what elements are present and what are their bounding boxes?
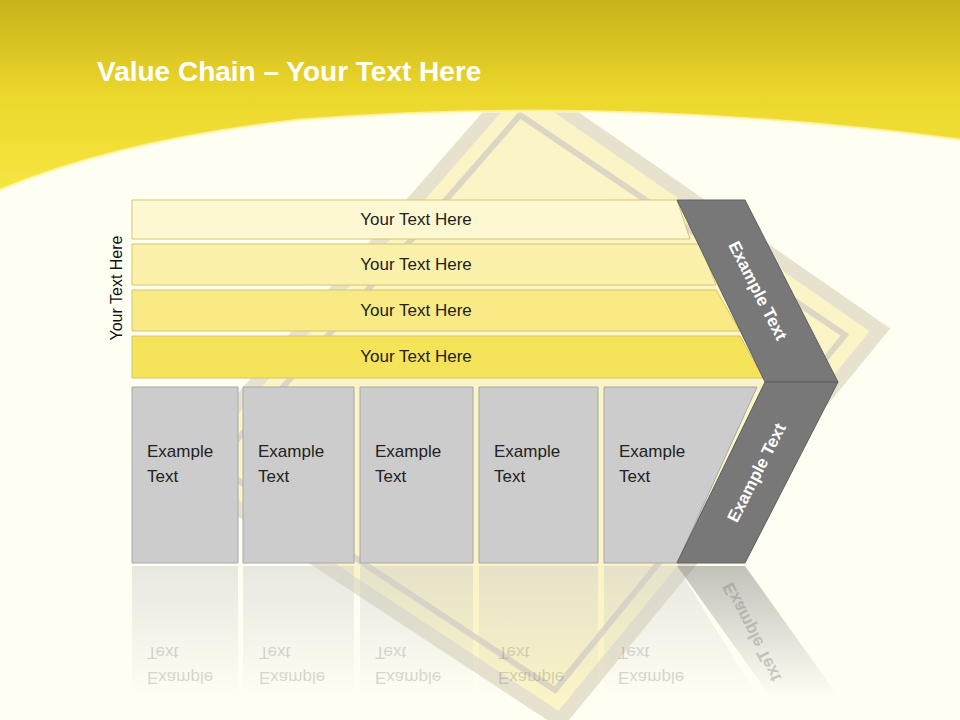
primary-activity-box: Example Text (132, 387, 238, 563)
node-text: Example Text (619, 439, 699, 489)
node-text: Your Text Here (360, 301, 472, 321)
node-text: Example Text (494, 439, 574, 489)
reflection (132, 566, 838, 696)
reflection-text: Example Text (259, 640, 339, 690)
node-shape (132, 244, 716, 285)
header-band (0, 0, 960, 190)
node-text: Your Text Here (360, 210, 472, 230)
node-text: Your Text Here (360, 347, 472, 367)
node-shape (360, 387, 473, 563)
support-band: Your Text Here (132, 244, 716, 285)
node-text: Example Text (147, 439, 227, 489)
primary-activity-box: Example Text (243, 387, 354, 563)
node-shape (132, 387, 238, 563)
support-band: Your Text Here (132, 290, 740, 331)
node-shape (243, 387, 354, 563)
side-label: Your Text Here (104, 236, 129, 341)
slide-title: Value Chain – Your Text Here (97, 56, 481, 88)
node-shape (479, 387, 598, 563)
primary-activity-box: Example Text (360, 387, 473, 563)
reflection-text: Example Text (498, 640, 578, 690)
support-band: Your Text Here (132, 200, 690, 239)
node-text: Your Text Here (360, 255, 472, 275)
reflection-text: Example Text (618, 640, 698, 690)
support-band: Your Text Here (132, 336, 763, 378)
reflection-text: Example Text (375, 640, 455, 690)
node-text: Example Text (258, 439, 338, 489)
margin-chevron: Example Text (677, 200, 838, 382)
header-edge (0, 111, 960, 190)
node-shape (132, 336, 763, 378)
reflection-text: Example Text (147, 640, 227, 690)
sign-illustration (180, 80, 880, 720)
node-shape (677, 200, 838, 382)
reflection-text: Example Text (716, 578, 787, 686)
node-text: Example Text (375, 439, 455, 489)
primary-activity-box: Example Text (479, 387, 598, 563)
margin-chevron: Example Text (677, 382, 838, 563)
node-shape (132, 290, 740, 331)
node-shape (132, 200, 690, 239)
node-shape (677, 382, 838, 563)
